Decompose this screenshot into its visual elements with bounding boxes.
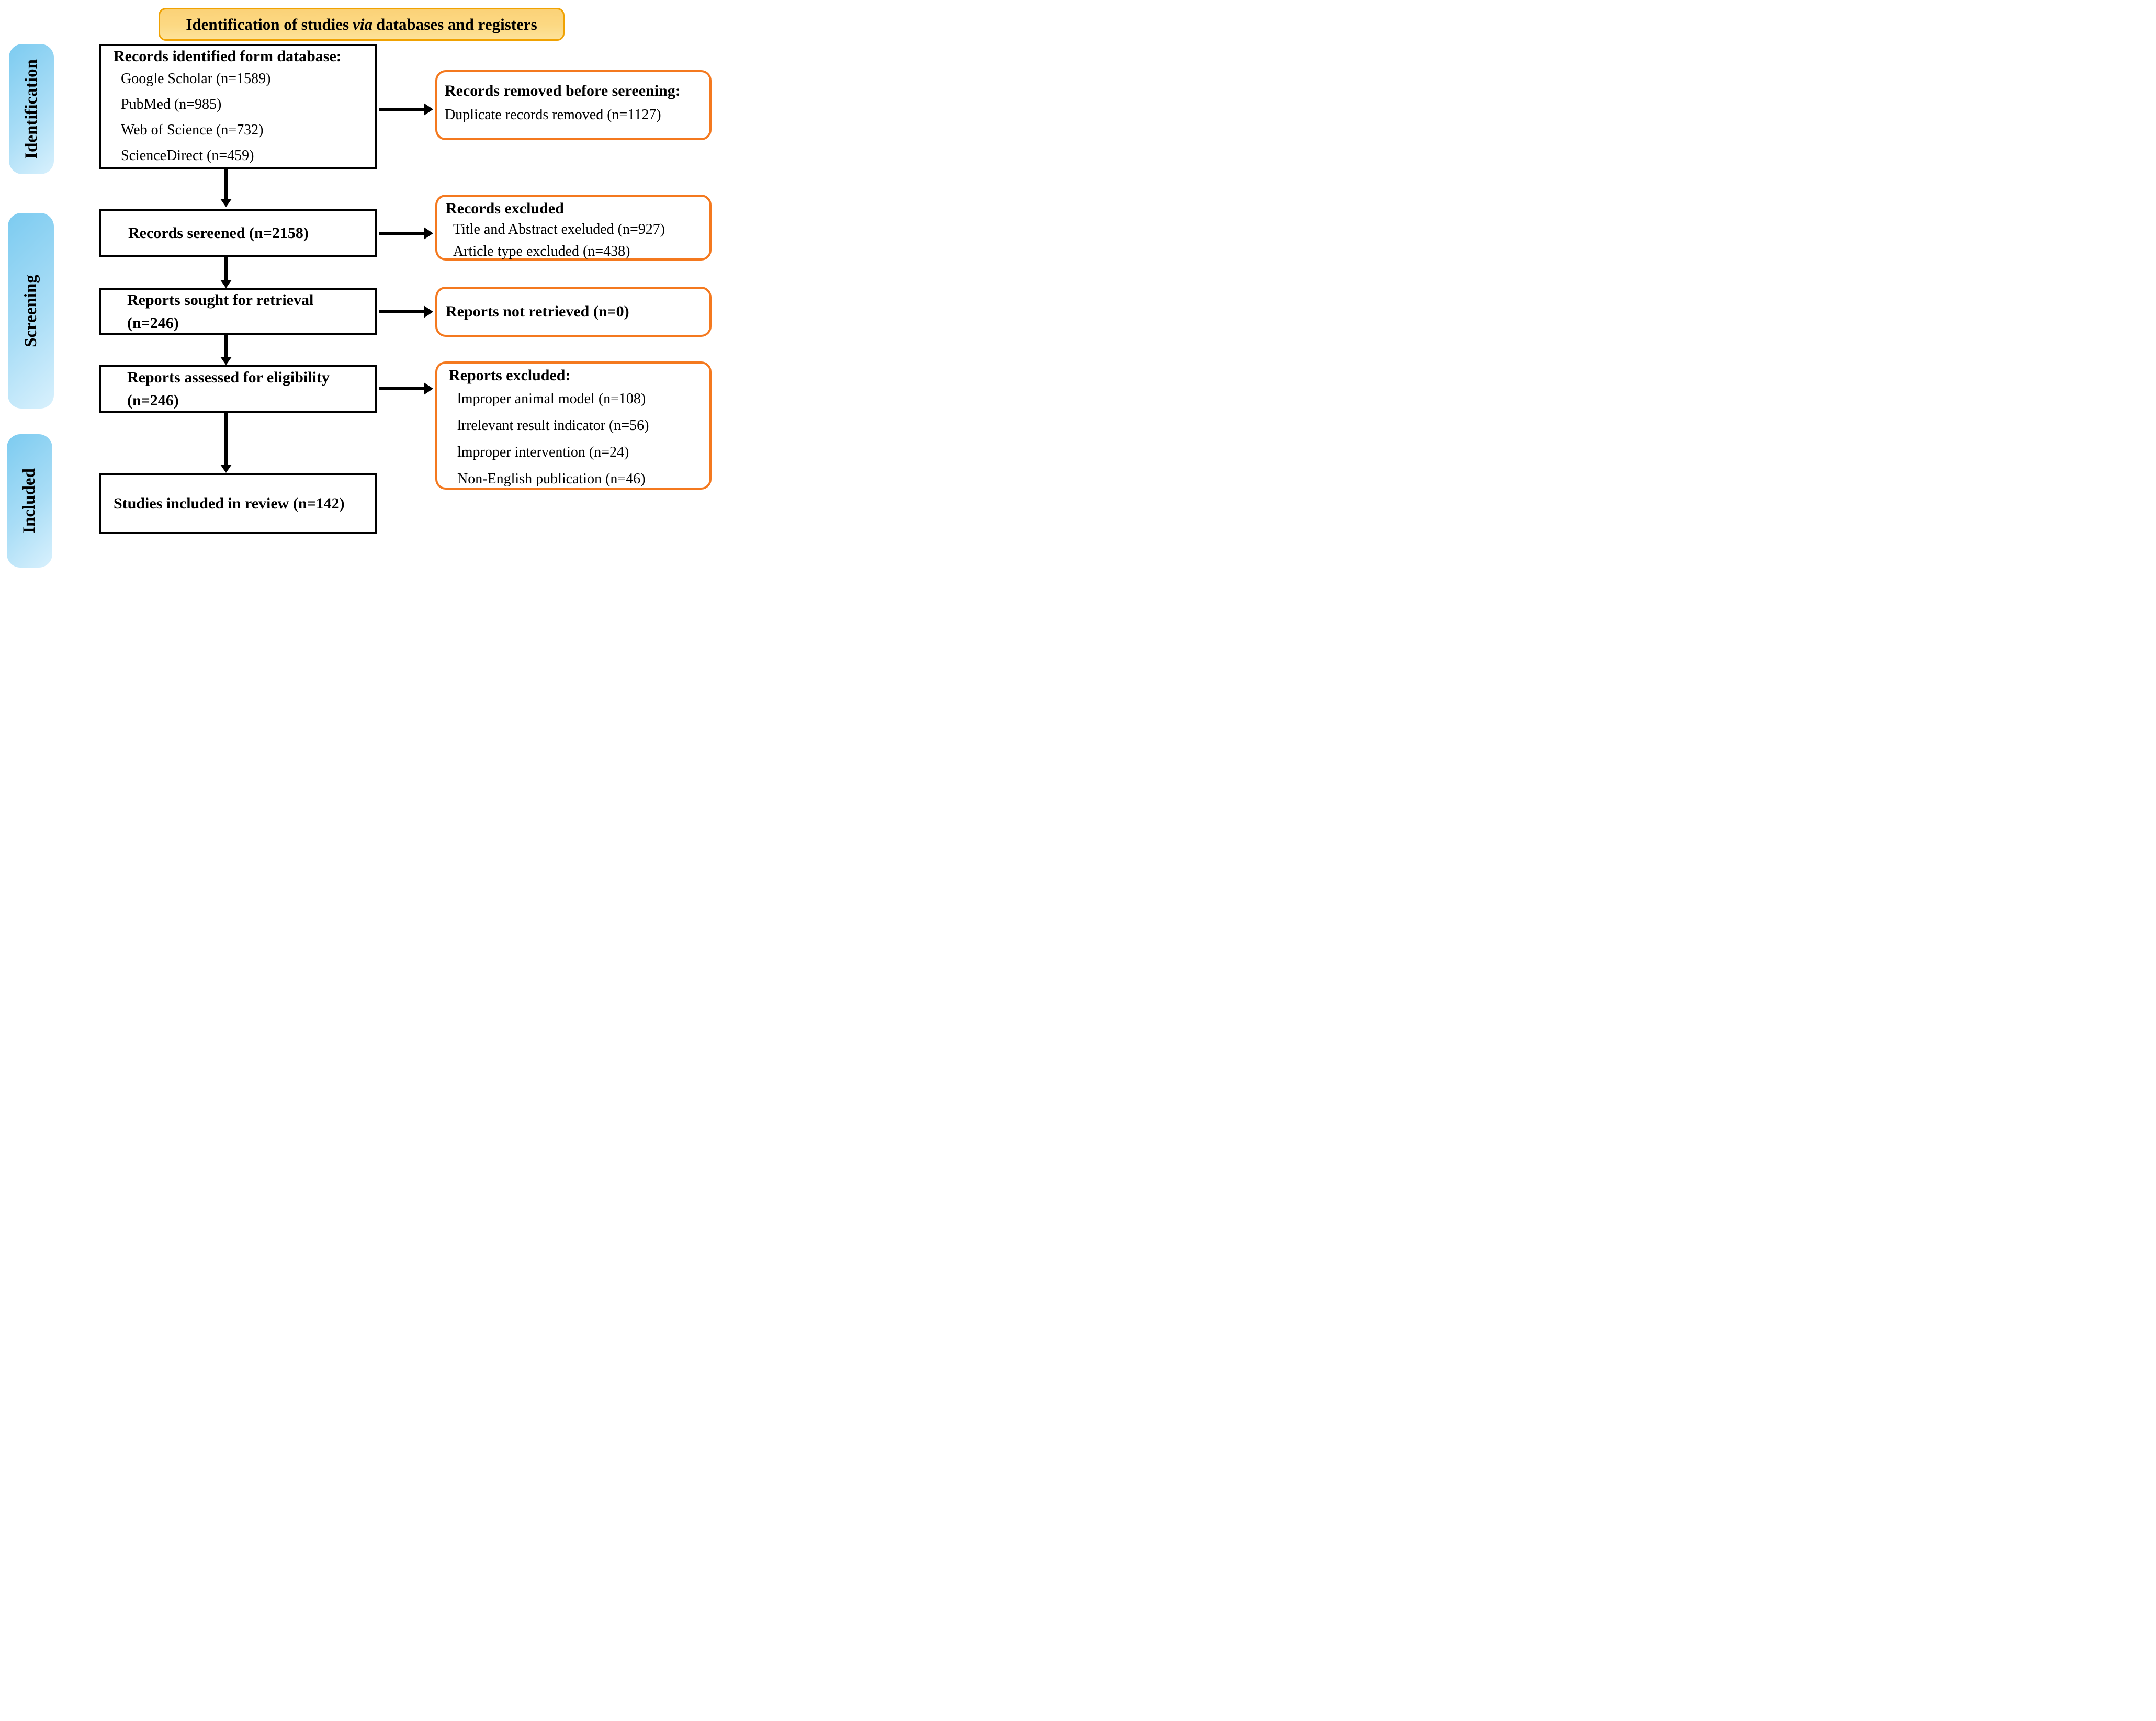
reports-not-retrieved-text: Reports not retrieved (n=0) <box>446 303 629 320</box>
stage-included: Included <box>7 434 52 568</box>
records-excluded-item-article-type: Article type excluded (n=438) <box>453 243 630 259</box>
records-excluded-item-title-abstract: Title and Abstract exeluded (n=927) <box>453 221 665 237</box>
records-identified-item-pubmed: PubMed (n=985) <box>121 96 222 112</box>
arrowhead-screened-to-sought-icon <box>220 280 232 288</box>
records-identified-heading: Records identified form database: <box>114 48 342 65</box>
box-records-removed: Records removed before sereening: Duplic… <box>435 70 712 140</box>
records-excluded-heading: Records excluded <box>446 200 564 217</box>
box-reports-sought: Reports sought for retrieval (n=246) <box>99 288 377 335</box>
box-reports-excluded: Reports excluded: lmproper animal model … <box>435 361 712 490</box>
arrow-assessed-to-included <box>224 413 228 465</box>
arrowhead-assessed-to-included-icon <box>220 465 232 473</box>
diagram-title-banner: Identification of studies via databases … <box>159 8 565 41</box>
arrow-screened-to-sought <box>224 257 228 280</box>
title-text-via: via <box>353 15 372 33</box>
studies-included-text: Studies included in review (n=142) <box>114 494 345 512</box>
reports-excluded-item-result-indicator: lrrelevant result indicator (n=56) <box>457 417 649 434</box>
reports-excluded-item-animal-model: lmproper animal model (n=108) <box>457 391 646 407</box>
records-removed-item-duplicates: Duplicate records removed (n=1127) <box>445 107 661 123</box>
box-studies-included: Studies included in review (n=142) <box>99 473 377 534</box>
reports-assessed-text-line1: Reports assessed for eligibility <box>127 368 330 386</box>
stage-identification-label: Identification <box>21 59 41 159</box>
records-identified-item-sciencedirect: ScienceDirect (n=459) <box>121 148 254 164</box>
arrowhead-sought-to-assessed-icon <box>220 357 232 365</box>
arrow-assessed-to-excluded <box>379 387 424 390</box>
arrow-sought-to-assessed <box>224 335 228 357</box>
arrow-sought-to-not-retrieved <box>379 310 424 313</box>
title-text-prefix: Identification of studies <box>186 15 349 33</box>
arrow-screened-to-excluded <box>379 232 424 235</box>
arrowhead-screened-to-excluded-icon <box>424 227 433 240</box>
box-records-screened: Records sereened (n=2158) <box>99 209 377 257</box>
records-screened-text: Records sereened (n=2158) <box>128 224 309 242</box>
stage-screening: Screening <box>8 213 54 409</box>
arrow-identified-to-screened <box>224 169 228 199</box>
stage-identification: Identification <box>9 44 54 174</box>
arrow-identified-to-removed <box>379 108 424 111</box>
arrowhead-identified-to-screened-icon <box>220 199 232 207</box>
arrowhead-assessed-to-excluded-icon <box>424 382 433 395</box>
stage-included-label: Included <box>20 468 39 534</box>
arrowhead-identified-to-removed-icon <box>424 103 433 116</box>
box-reports-not-retrieved: Reports not retrieved (n=0) <box>435 287 712 337</box>
title-text-suffix: databases and registers <box>376 15 537 33</box>
records-removed-heading: Records removed before sereening: <box>445 82 681 99</box>
stage-screening-label: Screening <box>21 274 40 347</box>
records-identified-item-web-of-science: Web of Science (n=732) <box>121 122 264 138</box>
arrowhead-sought-to-not-retrieved-icon <box>424 305 433 318</box>
box-reports-assessed: Reports assessed for eligibility (n=246) <box>99 365 377 413</box>
prisma-flow-diagram: Identification of studies via databases … <box>0 0 719 574</box>
reports-assessed-text-line2: (n=246) <box>127 391 179 409</box>
reports-excluded-item-non-english: Non-English publication (n=46) <box>457 471 646 487</box>
reports-excluded-item-intervention: lmproper intervention (n=24) <box>457 444 629 460</box>
records-identified-item-google-scholar: Google Scholar (n=1589) <box>121 71 271 87</box>
box-records-identified: Records identified form database: Google… <box>99 44 377 169</box>
reports-sought-text-line2: (n=246) <box>127 314 179 332</box>
reports-sought-text-line1: Reports sought for retrieval <box>127 291 314 309</box>
box-records-excluded: Records excluded Title and Abstract exel… <box>435 195 712 261</box>
reports-excluded-heading: Reports excluded: <box>449 367 571 384</box>
